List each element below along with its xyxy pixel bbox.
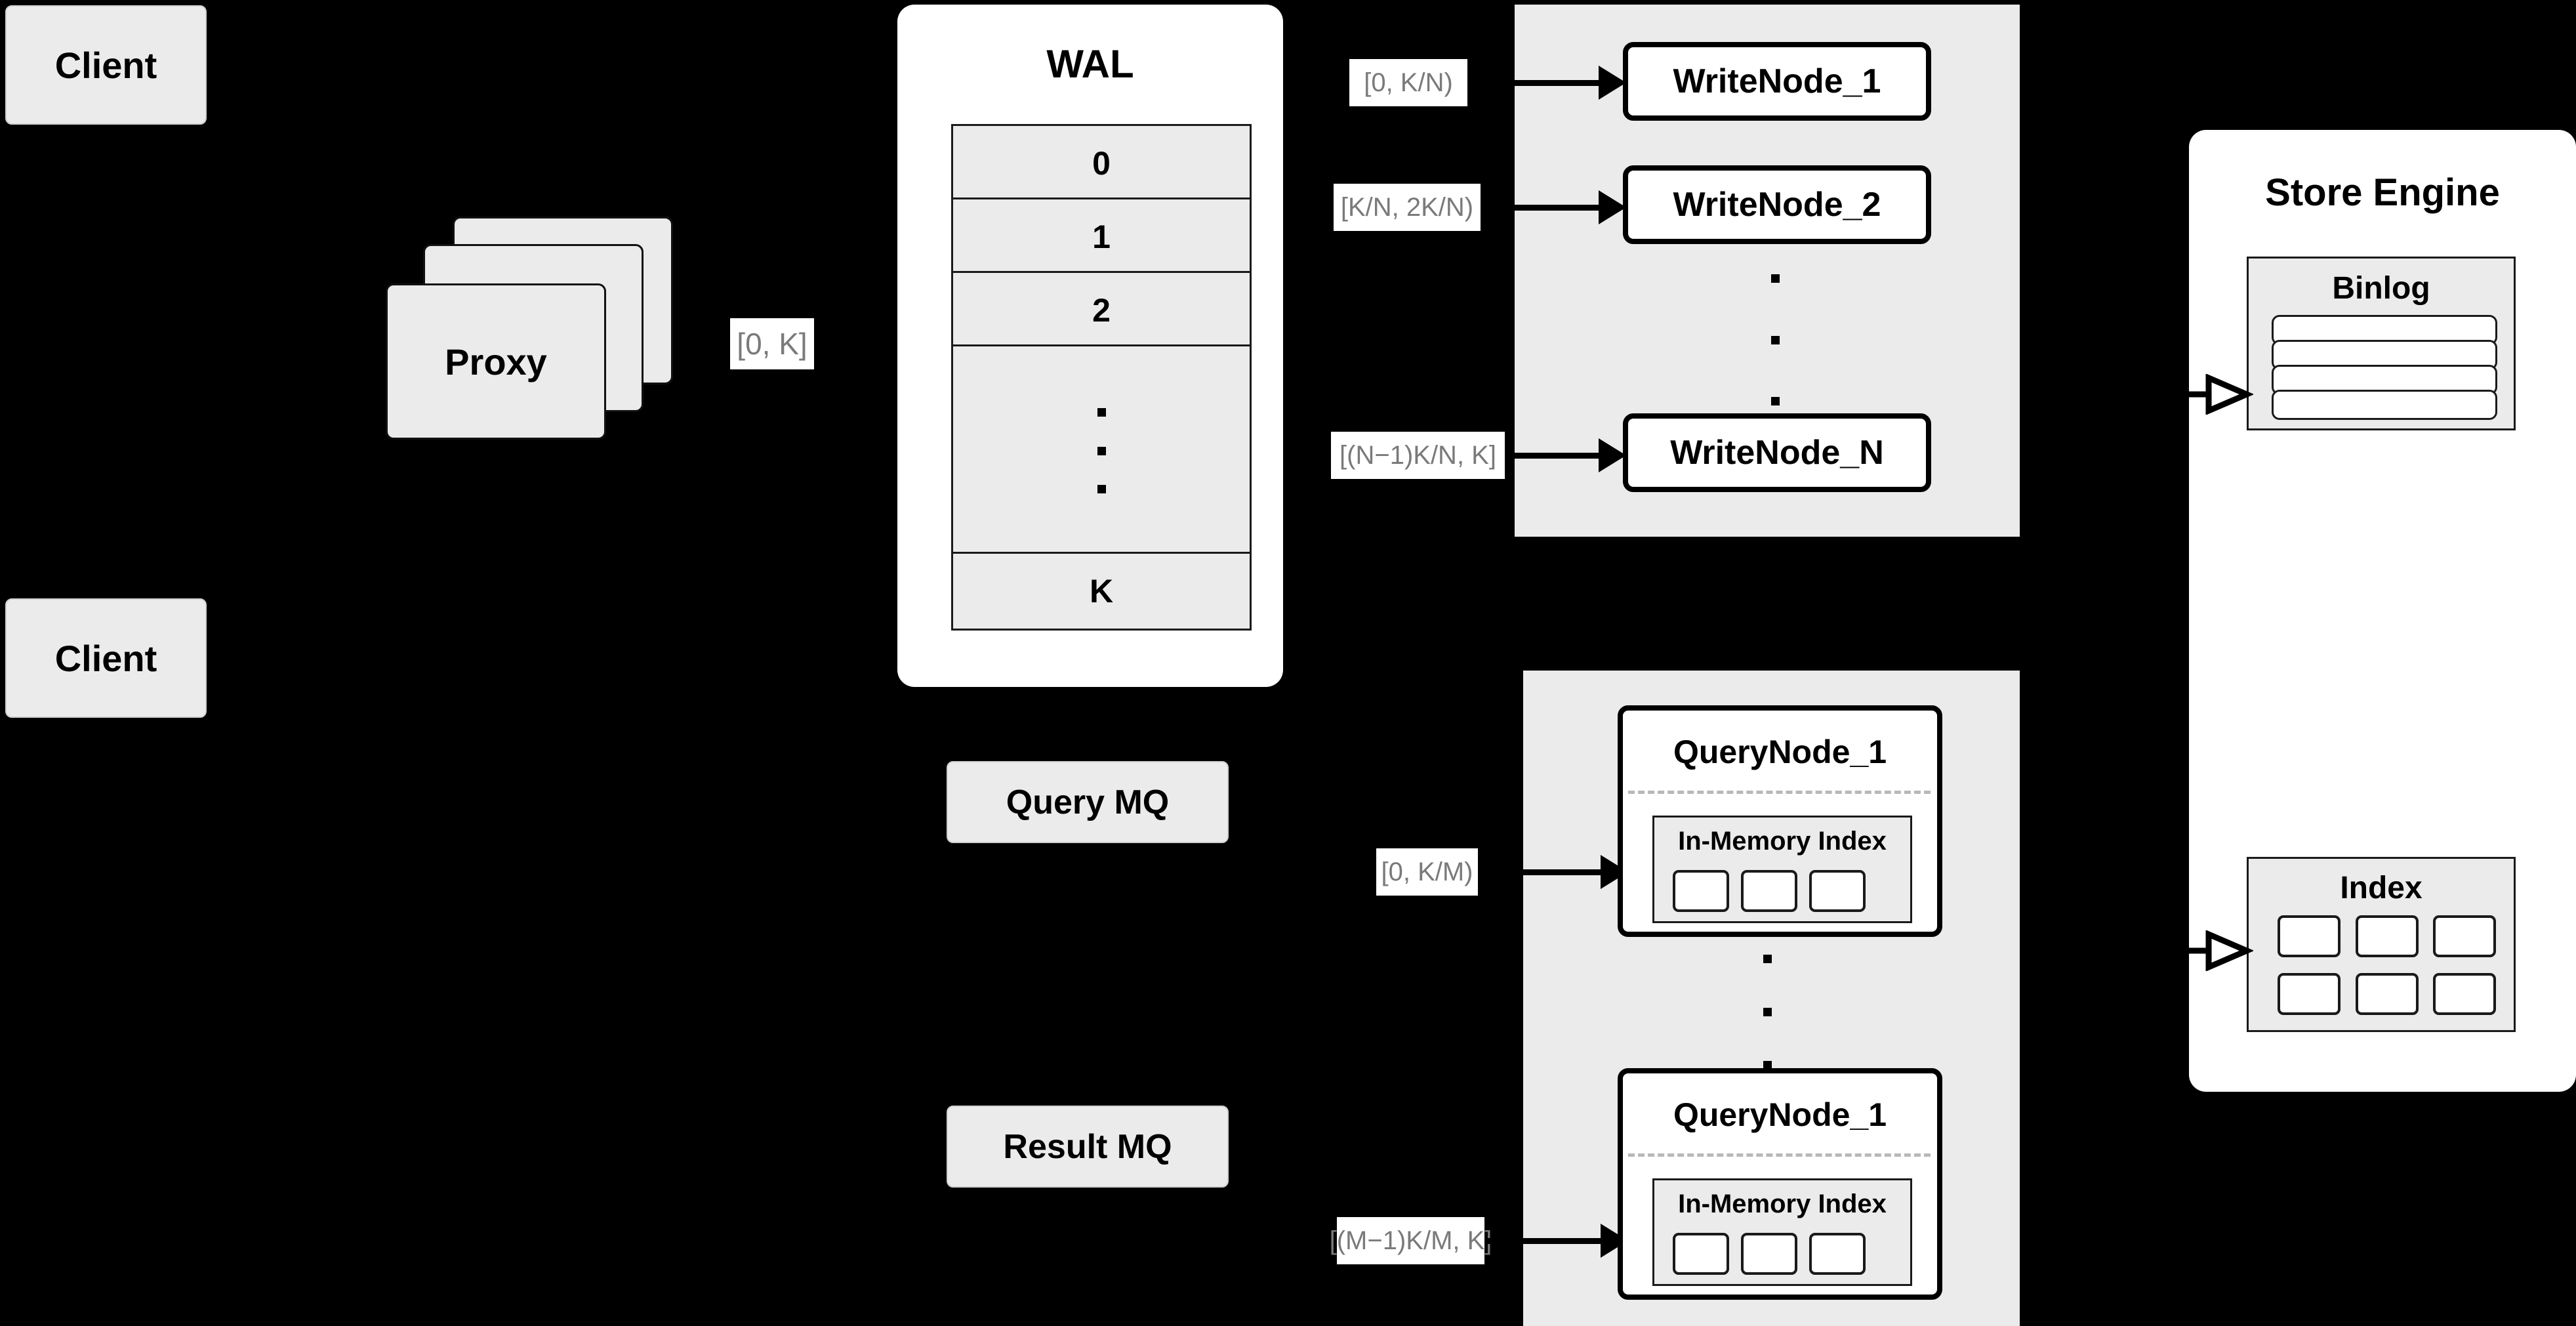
query-node-1-segment-3[interactable] xyxy=(1809,870,1866,912)
edge-label-querynode-m-text: [(M−1)K/M, K] xyxy=(1329,1226,1492,1255)
arrow-line-writenode-1 xyxy=(1467,80,1599,86)
index-cell-3[interactable] xyxy=(2433,915,2496,957)
query-node-2-segment-3[interactable] xyxy=(1809,1233,1866,1275)
result-mq-label: Result MQ xyxy=(1003,1127,1172,1166)
edge-label-writenode-n: [(N−1)K/N, K] xyxy=(1331,432,1505,479)
write-node-1-label: WriteNode_1 xyxy=(1673,62,1881,100)
query-cluster-vertical-dots-icon xyxy=(1761,955,1774,1069)
index-title: Index xyxy=(2340,870,2423,905)
arrow-head-index-hollow-icon xyxy=(2181,930,2253,971)
edge-label-querynode-m: [(M−1)K/M, K] xyxy=(1330,1217,1492,1264)
index-cell-2[interactable] xyxy=(2356,915,2419,957)
client-box-1[interactable]: Client xyxy=(5,5,207,125)
arrow-line-writenode-2 xyxy=(1481,205,1599,211)
client-label-2: Client xyxy=(54,637,157,679)
edge-label-proxy-to-wal-text: [0, K] xyxy=(737,327,808,361)
arrow-head-writenode-2-icon xyxy=(1599,190,1626,224)
edge-label-writenode-2: [K/N, 2K/N) xyxy=(1334,184,1481,231)
index-cell-6[interactable] xyxy=(2433,973,2496,1015)
query-node-1-index-label: In-Memory Index xyxy=(1678,826,1887,856)
query-mq-box[interactable]: Query MQ xyxy=(947,761,1229,843)
client-label-1: Client xyxy=(54,44,157,86)
query-node-2-divider xyxy=(1628,1153,1931,1157)
index-cell-1[interactable] xyxy=(2278,915,2341,957)
wal-row-1-label: 1 xyxy=(1092,218,1111,255)
query-node-1-segment-1[interactable] xyxy=(1673,870,1729,912)
query-mq-label: Query MQ xyxy=(1006,783,1170,821)
proxy-box[interactable]: Proxy xyxy=(386,283,606,440)
edge-label-querynode-1: [0, K/M) xyxy=(1376,848,1478,896)
query-node-2-title: QueryNode_1 xyxy=(1673,1096,1887,1133)
query-node-1-segment-2[interactable] xyxy=(1741,870,1797,912)
write-node-n[interactable]: WriteNode_N xyxy=(1623,413,1931,492)
query-node-1-inmemory-index: In-Memory Index xyxy=(1652,816,1912,923)
store-engine-panel: Store Engine Binlog Index xyxy=(2189,130,2576,1092)
wal-row-1: 1 xyxy=(951,197,1252,276)
arrow-line-querynode-m xyxy=(1484,1238,1601,1244)
arrow-line-writenode-n xyxy=(1505,453,1599,459)
query-node-1[interactable]: QueryNode_1 In-Memory Index xyxy=(1618,705,1942,937)
binlog-panel: Binlog xyxy=(2247,257,2516,430)
index-panel: Index xyxy=(2247,857,2516,1032)
client-box-2[interactable]: Client xyxy=(5,598,207,718)
wal-row-0: 0 xyxy=(951,124,1252,203)
index-cell-4[interactable] xyxy=(2278,973,2341,1015)
edge-label-writenode-1-text: [0, K/N) xyxy=(1364,68,1453,97)
query-node-2[interactable]: QueryNode_1 In-Memory Index xyxy=(1618,1068,1942,1300)
wal-row-0-label: 0 xyxy=(1092,145,1111,182)
edge-label-writenode-n-text: [(N−1)K/N, K] xyxy=(1339,440,1496,470)
wal-panel: WAL 0 1 2 K xyxy=(897,5,1283,687)
wal-row-k: K xyxy=(951,552,1252,631)
edge-label-writenode-1: [0, K/N) xyxy=(1349,59,1467,106)
wal-title: WAL xyxy=(1046,41,1134,86)
write-node-2[interactable]: WriteNode_2 xyxy=(1623,165,1931,244)
query-node-2-index-label: In-Memory Index xyxy=(1678,1189,1887,1218)
wal-row-k-label: K xyxy=(1089,573,1114,610)
query-node-1-title: QueryNode_1 xyxy=(1673,734,1887,770)
wal-row-2-label: 2 xyxy=(1092,292,1111,329)
write-node-1[interactable]: WriteNode_1 xyxy=(1623,42,1931,121)
edge-label-querynode-1-text: [0, K/M) xyxy=(1381,857,1473,886)
write-node-n-label: WriteNode_N xyxy=(1670,434,1884,472)
write-cluster-vertical-dots-icon xyxy=(1768,274,1782,405)
wal-row-ellipsis xyxy=(951,344,1252,557)
edge-label-proxy-to-wal: [0, K] xyxy=(730,318,814,369)
arrow-line-querynode-1 xyxy=(1478,869,1601,875)
arrow-head-writenode-n-icon xyxy=(1599,438,1626,472)
arrow-head-writenode-1-icon xyxy=(1599,66,1626,100)
wal-vertical-dots-icon xyxy=(1097,408,1106,493)
proxy-label: Proxy xyxy=(445,341,547,383)
query-node-2-inmemory-index: In-Memory Index xyxy=(1652,1178,1912,1286)
binlog-entry-4[interactable] xyxy=(2272,390,2497,420)
wal-row-2: 2 xyxy=(951,271,1252,350)
query-node-2-segment-1[interactable] xyxy=(1673,1233,1729,1275)
result-mq-box[interactable]: Result MQ xyxy=(947,1106,1229,1188)
edge-label-writenode-2-text: [K/N, 2K/N) xyxy=(1340,192,1474,222)
write-node-2-label: WriteNode_2 xyxy=(1673,186,1881,224)
binlog-title: Binlog xyxy=(2332,270,2430,306)
index-cell-5[interactable] xyxy=(2356,973,2419,1015)
query-node-1-divider xyxy=(1628,791,1931,794)
store-engine-title: Store Engine xyxy=(2265,171,2500,214)
query-node-2-segment-2[interactable] xyxy=(1741,1233,1797,1275)
arrow-head-binlog-hollow-icon xyxy=(2181,374,2253,415)
